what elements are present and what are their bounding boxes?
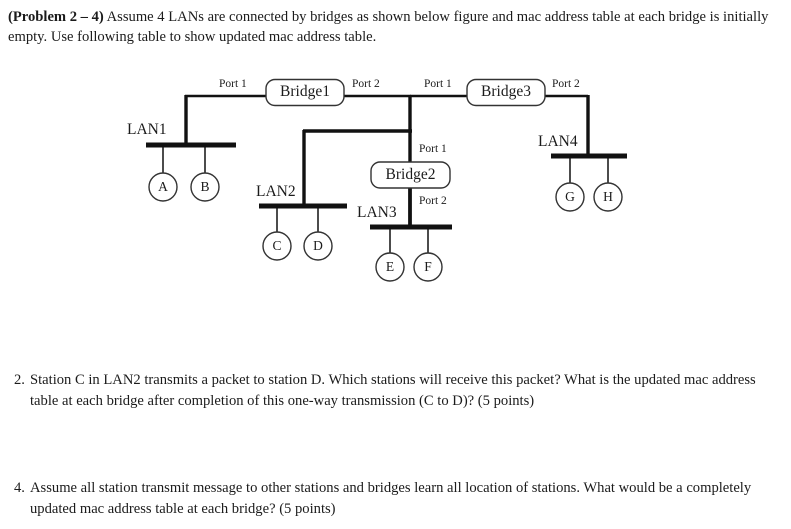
bridge1-port2-label: Port 2: [352, 78, 380, 90]
station-circle-d: [303, 231, 333, 261]
bridge2-label: Bridge2: [385, 165, 436, 183]
question-4-text: Assume all station transmit message to o…: [30, 480, 752, 517]
bridge2-port1-label: Port 1: [419, 143, 447, 155]
question-2-number: 2.: [14, 372, 25, 388]
bridge3-label: Bridge3: [481, 83, 531, 100]
bridge1-port1-label: Port 1: [219, 78, 247, 90]
lan4-label: LAN4: [538, 133, 578, 150]
bridge3-port2-label: Port 2: [552, 78, 580, 90]
bridge3-box: [466, 78, 546, 107]
station-label-h: H: [603, 189, 613, 204]
station-circle-b: [190, 172, 220, 202]
station-label-f: F: [424, 259, 432, 274]
station-circle-f: [413, 252, 443, 282]
problem-intro-paragraph: (Problem 2 – 4) Assume 4 LANs are connec…: [8, 8, 776, 47]
station-circle-e: [375, 252, 405, 282]
problem-label: (Problem 2 – 4): [8, 9, 104, 25]
bridge1-box: [265, 78, 345, 107]
station-circle-g: [555, 182, 585, 212]
station-circle-h: [593, 182, 623, 212]
problem-intro-text: Assume 4 LANs are connected by bridges a…: [8, 9, 769, 45]
network-topology-figure: Bridge1 Bridge2 Bridge3 Port 1 Port 2 Po…: [0, 62, 791, 292]
question-2-text: Station C in LAN2 transmits a packet to …: [30, 372, 756, 409]
station-label-a: A: [158, 179, 168, 194]
bridge2-port2-label: Port 2: [419, 195, 447, 207]
question-item-4: 4. Assume all station transmit message t…: [0, 478, 756, 520]
lan3-label: LAN3: [357, 204, 397, 221]
topology-svg: [146, 78, 627, 282]
question-4-number: 4.: [14, 480, 25, 496]
station-label-g: G: [565, 189, 575, 204]
question-item-2: 2. Station C in LAN2 transmits a packet …: [0, 370, 756, 412]
station-label-e: E: [385, 259, 395, 274]
station-circle-a: [148, 172, 178, 202]
station-label-d: D: [313, 238, 323, 253]
lan2-label: LAN2: [256, 183, 296, 200]
station-label-c: C: [272, 238, 282, 253]
station-label-b: B: [200, 179, 210, 194]
bridge1-label: Bridge1: [280, 83, 330, 100]
bridge2-box: [370, 161, 451, 189]
bridge3-port1-label: Port 1: [424, 78, 452, 90]
lan1-label: LAN1: [127, 121, 167, 138]
station-circle-c: [262, 231, 292, 261]
